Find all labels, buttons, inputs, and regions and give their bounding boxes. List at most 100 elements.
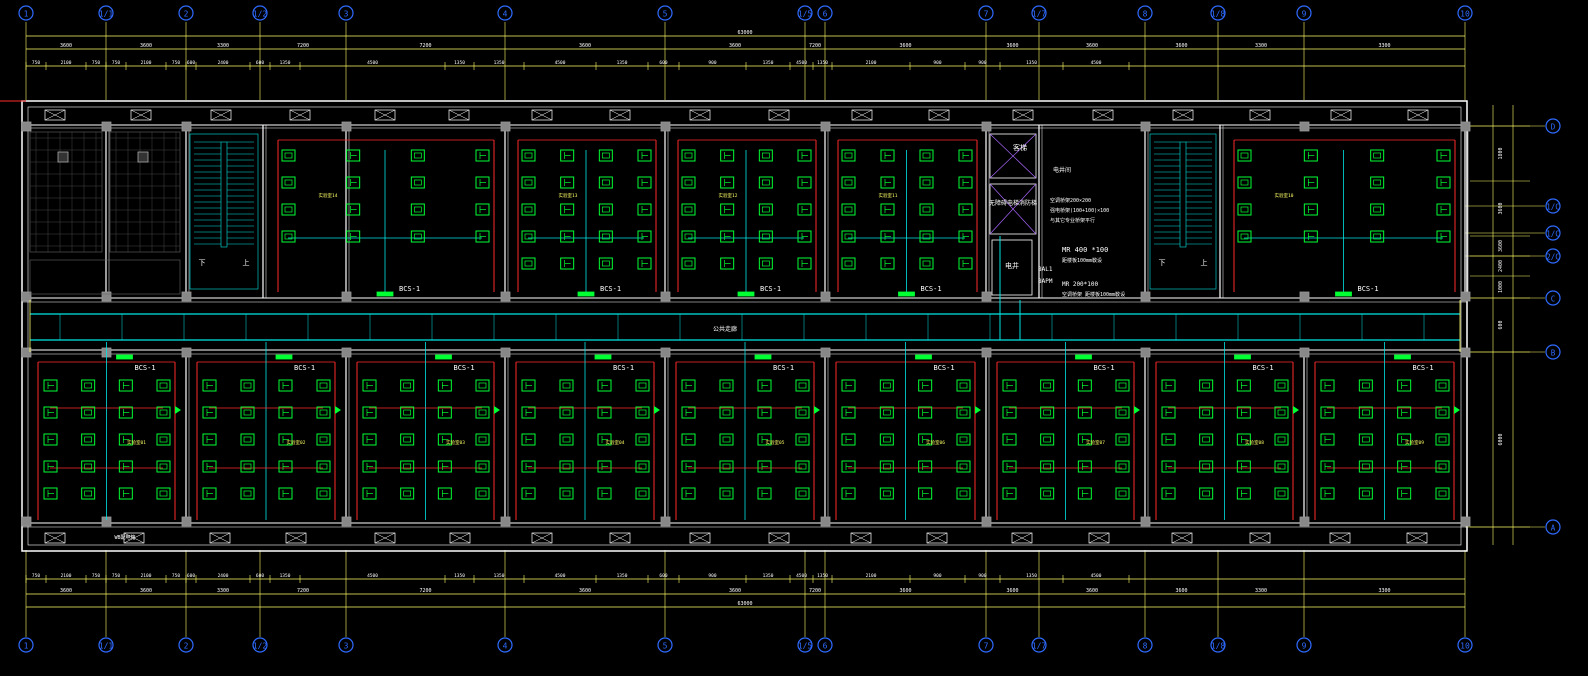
fixture-lamp <box>844 179 853 186</box>
light-fixture <box>156 406 171 419</box>
fixture-box <box>719 487 734 500</box>
fixture-lamp <box>684 179 693 186</box>
light-fixture <box>1397 433 1412 446</box>
light-fixture <box>795 379 810 392</box>
fixture-lamp <box>319 436 328 443</box>
panel-symbol <box>898 291 915 297</box>
light-fixture <box>635 379 650 392</box>
fixture-lamp <box>478 382 487 389</box>
window <box>1172 109 1194 121</box>
panel-symbol <box>915 354 932 360</box>
window <box>209 532 231 544</box>
axis-dimension: 3600 <box>729 588 741 594</box>
fixture-box <box>278 487 293 500</box>
light-fixture <box>43 487 58 500</box>
light-fixture <box>1358 406 1373 419</box>
fixture-box <box>400 433 415 446</box>
light-fixture <box>918 406 933 419</box>
fixture-box <box>240 460 255 473</box>
fixture-lamp <box>601 260 610 267</box>
detail-dimension: 900 <box>708 60 716 66</box>
light-fixture <box>410 149 425 162</box>
fixture-lamp <box>1240 179 1249 186</box>
light-fixture <box>757 379 772 392</box>
fixture-box <box>1115 379 1130 392</box>
detail-dimension: 4500 <box>796 60 807 66</box>
fixture-box <box>156 487 171 500</box>
light-fixture <box>1040 487 1055 500</box>
light-fixture <box>1237 176 1252 189</box>
panel-symbol <box>1335 291 1352 297</box>
fixture-box <box>559 433 574 446</box>
light-fixture <box>1002 379 1017 392</box>
fixture-lamp <box>413 179 422 186</box>
panel-tag: BCS-1 <box>921 285 942 293</box>
dimension-layer <box>18 5 1561 653</box>
fixture-lamp <box>243 490 252 497</box>
fixture-box <box>880 230 895 243</box>
light-fixture <box>681 257 696 270</box>
window <box>926 532 948 544</box>
column <box>981 347 992 358</box>
fixture-box <box>316 379 331 392</box>
fixture-box <box>437 379 452 392</box>
fixture-lamp <box>959 436 968 443</box>
fixture-box <box>797 203 812 216</box>
grid-bubble <box>817 5 833 21</box>
light-fixture <box>437 406 452 419</box>
window <box>448 109 470 121</box>
window-cross <box>850 532 872 544</box>
panel-symbol <box>754 354 772 360</box>
grid-label: 1 <box>24 642 29 651</box>
fixture-lamp <box>882 382 891 389</box>
light-fixture <box>880 257 895 270</box>
fixture-lamp <box>601 233 610 240</box>
light-fixture <box>1274 487 1289 500</box>
light-fixture <box>719 487 734 500</box>
light-fixture <box>1115 406 1130 419</box>
room-label: 实验室11 <box>879 192 898 199</box>
fixture-box <box>1161 379 1176 392</box>
fixture-box <box>560 149 575 162</box>
window-cross <box>209 532 231 544</box>
light-fixture <box>880 149 895 162</box>
detail-dimension: 1350 <box>763 573 774 579</box>
fixture-box <box>1358 433 1373 446</box>
socket-mark <box>654 406 660 414</box>
grid-bubble <box>1545 198 1561 214</box>
window <box>850 532 872 544</box>
light-fixture <box>1274 379 1289 392</box>
light-fixture <box>1303 203 1318 216</box>
fixture-box <box>1237 230 1252 243</box>
detail-dimension: 750 <box>172 60 180 66</box>
fixture-box <box>719 460 734 473</box>
light-fixture <box>758 203 773 216</box>
light-fixture <box>1077 406 1092 419</box>
window <box>1406 532 1428 544</box>
light-fixture <box>240 460 255 473</box>
window <box>768 532 790 544</box>
window-cross <box>374 532 396 544</box>
light-fixture <box>919 257 934 270</box>
fixture-box <box>598 230 613 243</box>
light-fixture <box>841 230 856 243</box>
fixture-box <box>202 460 217 473</box>
fixture-box <box>278 460 293 473</box>
stair-outline <box>189 133 259 290</box>
light-fixture <box>757 433 772 446</box>
grid-bubble <box>797 637 813 653</box>
fixture-box <box>1002 433 1017 446</box>
column <box>660 347 671 358</box>
detail-dimension: 1350 <box>280 573 291 579</box>
window-cross <box>1011 532 1033 544</box>
elevator-label: 客梯 <box>1013 143 1027 152</box>
detail-dimension: 4500 <box>555 573 566 579</box>
room-label: 实验室06 <box>926 439 945 446</box>
window <box>449 532 471 544</box>
light-fixture <box>1436 203 1451 216</box>
window <box>609 109 631 121</box>
fixture-box <box>1358 487 1373 500</box>
right-dimension: 3600 <box>1498 240 1504 252</box>
fixture-box <box>1115 487 1130 500</box>
fixture-box <box>1436 149 1451 162</box>
